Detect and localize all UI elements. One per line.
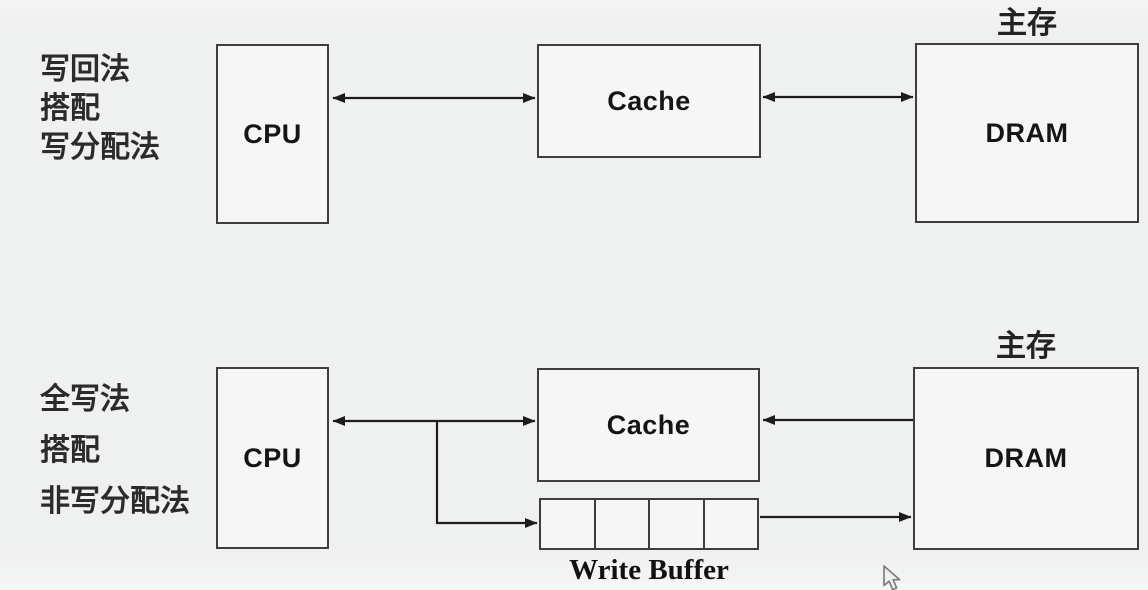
bottom-cache-box: Cache: [537, 368, 760, 482]
policy-line: 非写分配法: [40, 485, 190, 518]
top-cache-label: Cache: [607, 85, 691, 116]
policy-line: 搭配: [40, 434, 100, 467]
mouse-pointer-icon: [883, 565, 901, 590]
bottom-dram-label: DRAM: [984, 443, 1068, 473]
top-cpu-box: CPU: [216, 44, 329, 224]
write-buffer-label: Write Buffer: [569, 554, 729, 586]
policy-line: 写分配法: [40, 131, 160, 164]
write-buffer-cell: [702, 500, 757, 548]
top-dram-box: DRAM: [915, 43, 1139, 223]
top-main-memory-label: 主存: [997, 7, 1057, 40]
policy-line: 全写法: [40, 383, 130, 416]
write-buffer-cell: [593, 500, 648, 548]
bottom-cache-label: Cache: [606, 409, 691, 440]
bottom-main-memory-label: 主存: [996, 330, 1056, 363]
policy-label-write-back: 写回法 搭配 写分配法: [40, 50, 160, 167]
top-cache-box: Cache: [537, 44, 761, 158]
write-buffer-cell: [648, 500, 703, 548]
write-buffer-cell: [541, 500, 594, 548]
bottom-cpu-label: CPU: [243, 442, 302, 473]
arrow-bottom-cpu-writebuffer: [435, 421, 538, 528]
bottom-dram-box: DRAM: [913, 367, 1139, 550]
write-buffer: [539, 498, 759, 550]
policy-label-write-through: 全写法 搭配 非写分配法: [40, 374, 190, 527]
top-dram-label: DRAM: [985, 117, 1069, 148]
bottom-cpu-box: CPU: [216, 367, 329, 549]
policy-line: 写回法: [40, 53, 130, 86]
top-cpu-label: CPU: [243, 118, 302, 149]
policy-line: 搭配: [40, 92, 100, 125]
